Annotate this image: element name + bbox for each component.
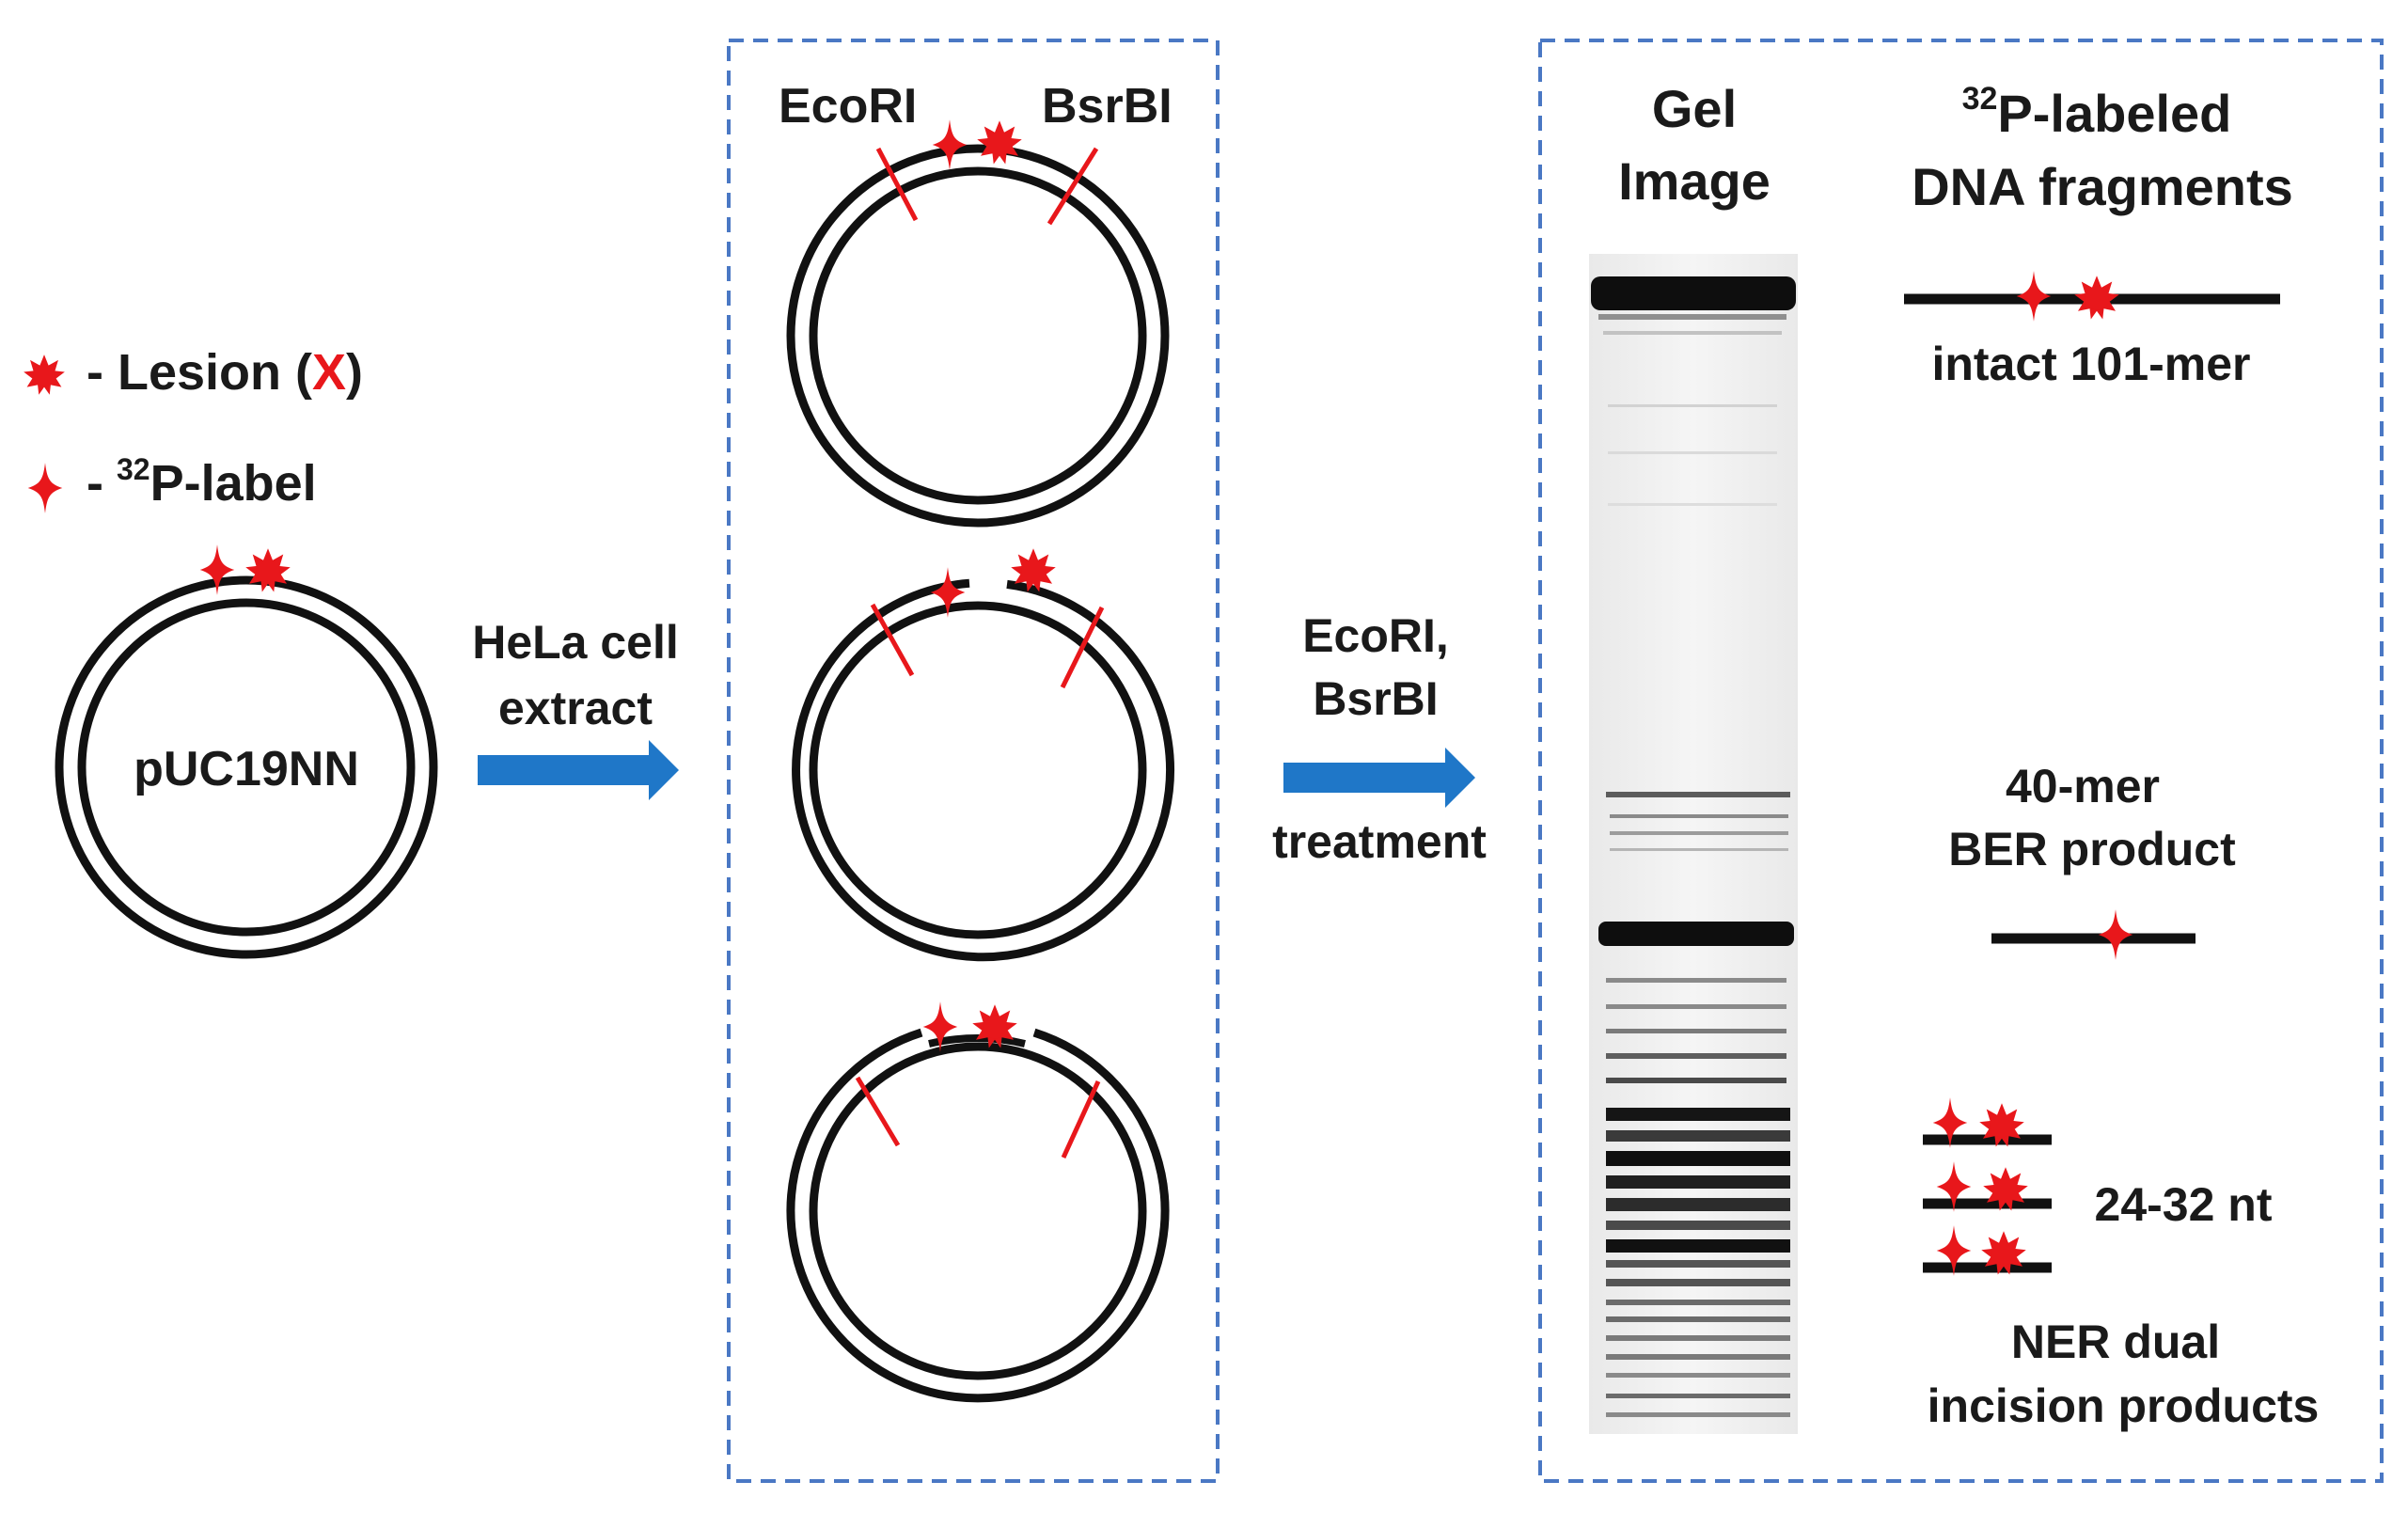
fragment-ner: 24-32 nt NER dual incision products	[1923, 1097, 2319, 1432]
plasmid-inner-strand	[77, 598, 416, 937]
ecori-cut-site	[870, 603, 915, 677]
fragment-ber: 40-mer BER product	[1948, 760, 2236, 960]
step-restriction-digest: EcoRI, BsrBI treatment	[1272, 609, 1487, 868]
panel-repair-intermediates: EcoRI BsrBI	[727, 39, 1220, 1483]
fragments-title-line2: DNA fragments	[1912, 157, 2293, 216]
bsrbi-cut-site	[1061, 1080, 1101, 1159]
outer-strand-nicked	[792, 578, 1174, 962]
ber-label-line1: 40-mer	[2006, 760, 2160, 812]
ner-size-label: 24-32 nt	[2095, 1178, 2273, 1231]
band-ber-40mer	[1598, 922, 1794, 946]
bsrbi-cut-site	[1060, 606, 1105, 689]
gel-title-line1: Gel	[1652, 79, 1737, 138]
ecori-cut-site	[855, 1076, 901, 1147]
panel-gel-results: Gel Image 32P-labeled DNA fragments	[1538, 39, 2384, 1483]
p32-spark-icon	[932, 119, 968, 170]
bsrbi-cut-site	[1047, 147, 1099, 226]
gel-title-line2: Image	[1618, 151, 1771, 211]
outer-strand-gapped	[786, 1028, 1170, 1403]
ner-label-line2: incision products	[1928, 1379, 2320, 1432]
lesion-burst-icon	[977, 120, 1022, 165]
ner-band-ladder	[1606, 1108, 1790, 1417]
plasmid-pUC19NN: pUC19NN	[55, 544, 438, 959]
step2-line3: treatment	[1272, 815, 1487, 868]
plasmid-outer-strand	[55, 575, 438, 959]
panel2-ecori-label: EcoRI	[779, 79, 917, 134]
gel-lane	[1589, 254, 1798, 1434]
panel2-bsrbi-label: BsrBI	[1042, 79, 1173, 134]
intermediate-ber-nick	[792, 548, 1174, 962]
step2-line2: BsrBI	[1313, 672, 1438, 725]
plasmid-name: pUC19NN	[134, 742, 359, 796]
p32-spark-icon	[2016, 271, 2052, 322]
ber-label-line2: BER product	[1948, 823, 2236, 875]
panel2-dashed-border	[727, 39, 1220, 1483]
panel3-dashed-border	[1538, 39, 2384, 1483]
lesion-burst-icon	[2074, 276, 2119, 320]
gel-lane-background	[1589, 254, 1798, 1434]
intact-label: intact 101-mer	[1931, 338, 2250, 390]
step2-line1: EcoRI,	[1302, 609, 1449, 662]
legend-p32-label: -32P-label	[87, 452, 317, 512]
ecori-cut-site	[875, 147, 919, 222]
step1-line1: HeLa cell	[472, 616, 679, 669]
p32-label-spark-icon	[27, 463, 63, 513]
band-intact-101mer	[1591, 276, 1796, 310]
fragment-intact: intact 101-mer	[1904, 271, 2280, 390]
legend-lesion-label: - Lesion (X)	[87, 344, 363, 401]
fragments-title-line1: 32P-labeled	[1962, 81, 2232, 143]
step-hela-extract: HeLa cell extract	[472, 616, 679, 800]
lesion-burst-icon	[24, 355, 65, 395]
step1-arrow-icon	[478, 740, 679, 800]
p32-spark-icon	[2098, 909, 2133, 960]
intermediate-intact	[786, 119, 1170, 528]
legend: - Lesion (X) -32P-label	[24, 344, 363, 513]
step1-line2: extract	[498, 682, 653, 734]
step2-arrow-icon	[1283, 748, 1475, 808]
intermediate-ner-gap	[786, 1001, 1170, 1403]
ner-label-line1: NER dual	[2011, 1316, 2220, 1368]
